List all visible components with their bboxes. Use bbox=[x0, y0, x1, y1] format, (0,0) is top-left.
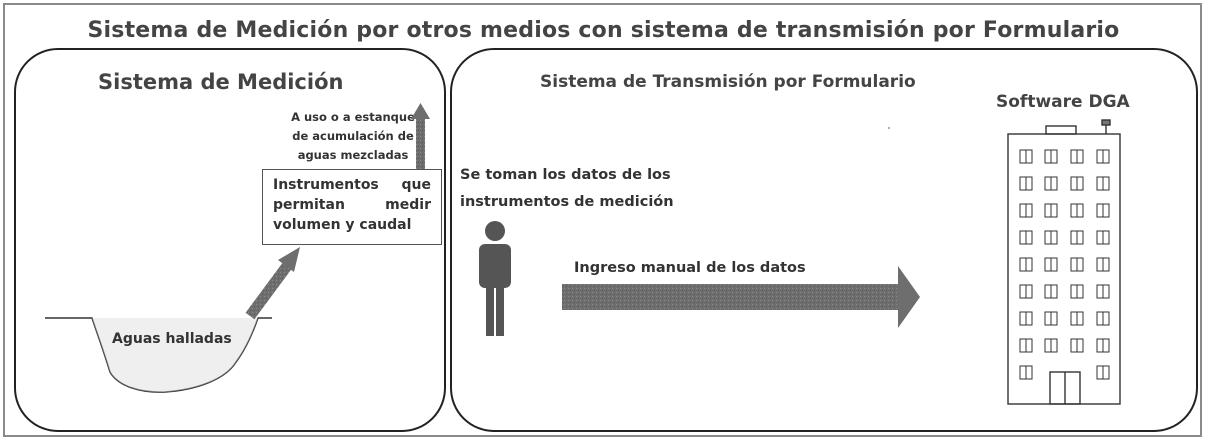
destination-note: A uso o a estanque de acumulación de agu… bbox=[291, 110, 415, 162]
data-taken-text: Se toman los datos de los instrumentos d… bbox=[460, 167, 674, 210]
person-icon bbox=[479, 221, 511, 336]
transmission-system-panel bbox=[450, 48, 1198, 432]
water-label: Aguas halladas bbox=[112, 331, 232, 347]
up-arrow-icon bbox=[411, 103, 430, 169]
transmission-system-heading: Sistema de Transmisión por Formulario bbox=[540, 72, 916, 92]
water-basin-icon bbox=[45, 317, 272, 393]
manual-entry-label: Ingreso manual de los datos bbox=[574, 260, 806, 276]
diagram-frame bbox=[3, 3, 1202, 437]
manual-entry-arrow-icon bbox=[562, 266, 920, 328]
speck-mark bbox=[888, 127, 890, 129]
measurement-system-panel bbox=[14, 48, 446, 432]
software-dga-label: Software DGA bbox=[996, 92, 1130, 112]
diagram-title: Sistema de Medición por otros medios con… bbox=[87, 18, 1120, 43]
building-icon bbox=[1007, 119, 1121, 405]
measurement-system-heading: Sistema de Medición bbox=[98, 70, 344, 94]
flow-arrow-icon bbox=[245, 247, 300, 320]
instrument-box: Instrumentos que permitan medir volumen … bbox=[262, 169, 442, 245]
